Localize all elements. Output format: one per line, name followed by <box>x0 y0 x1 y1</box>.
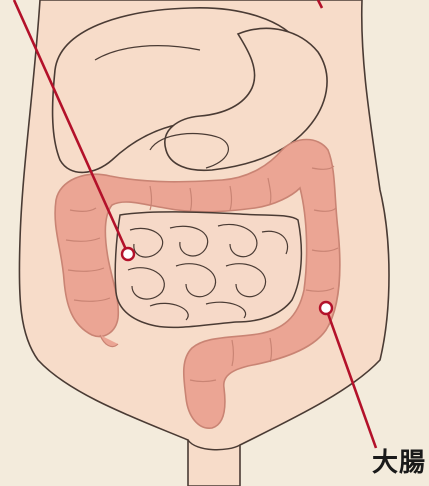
pointer-dot-small-intestine <box>122 248 134 260</box>
label-large-intestine: 大腸 <box>372 450 426 476</box>
pointer-dot-large-intestine <box>320 302 332 314</box>
